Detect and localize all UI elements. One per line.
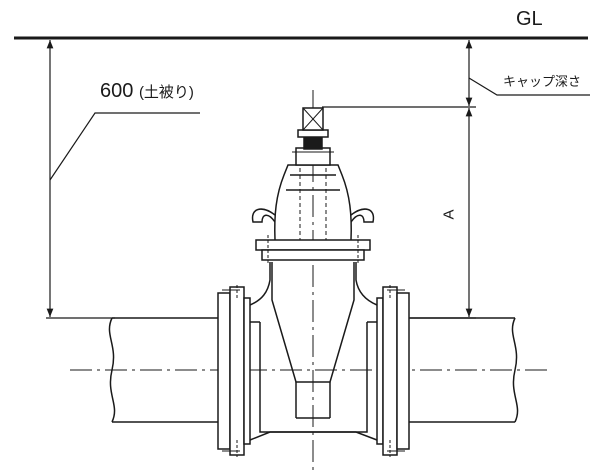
cover-depth-leader bbox=[50, 113, 200, 180]
cap-depth-leader bbox=[469, 78, 590, 95]
cap-depth-label: キャップ深さ bbox=[503, 74, 582, 89]
cover-depth-note: (土被り) bbox=[138, 84, 194, 101]
cover-depth-label: 600 (土被り) bbox=[100, 80, 194, 103]
operating-nut bbox=[292, 108, 334, 165]
cover-depth-value: 600 bbox=[100, 80, 134, 102]
cap-depth-dimension bbox=[322, 40, 590, 107]
left-pipe bbox=[109, 318, 222, 422]
left-flange bbox=[218, 285, 250, 457]
dimension-a-label: A bbox=[440, 209, 458, 220]
right-pipe bbox=[402, 318, 518, 422]
right-flange bbox=[377, 285, 409, 457]
ground-level-label: GL bbox=[516, 8, 543, 30]
bonnet-flange bbox=[256, 235, 370, 264]
cover-depth-dimension bbox=[46, 40, 200, 318]
valve-body bbox=[250, 262, 377, 440]
